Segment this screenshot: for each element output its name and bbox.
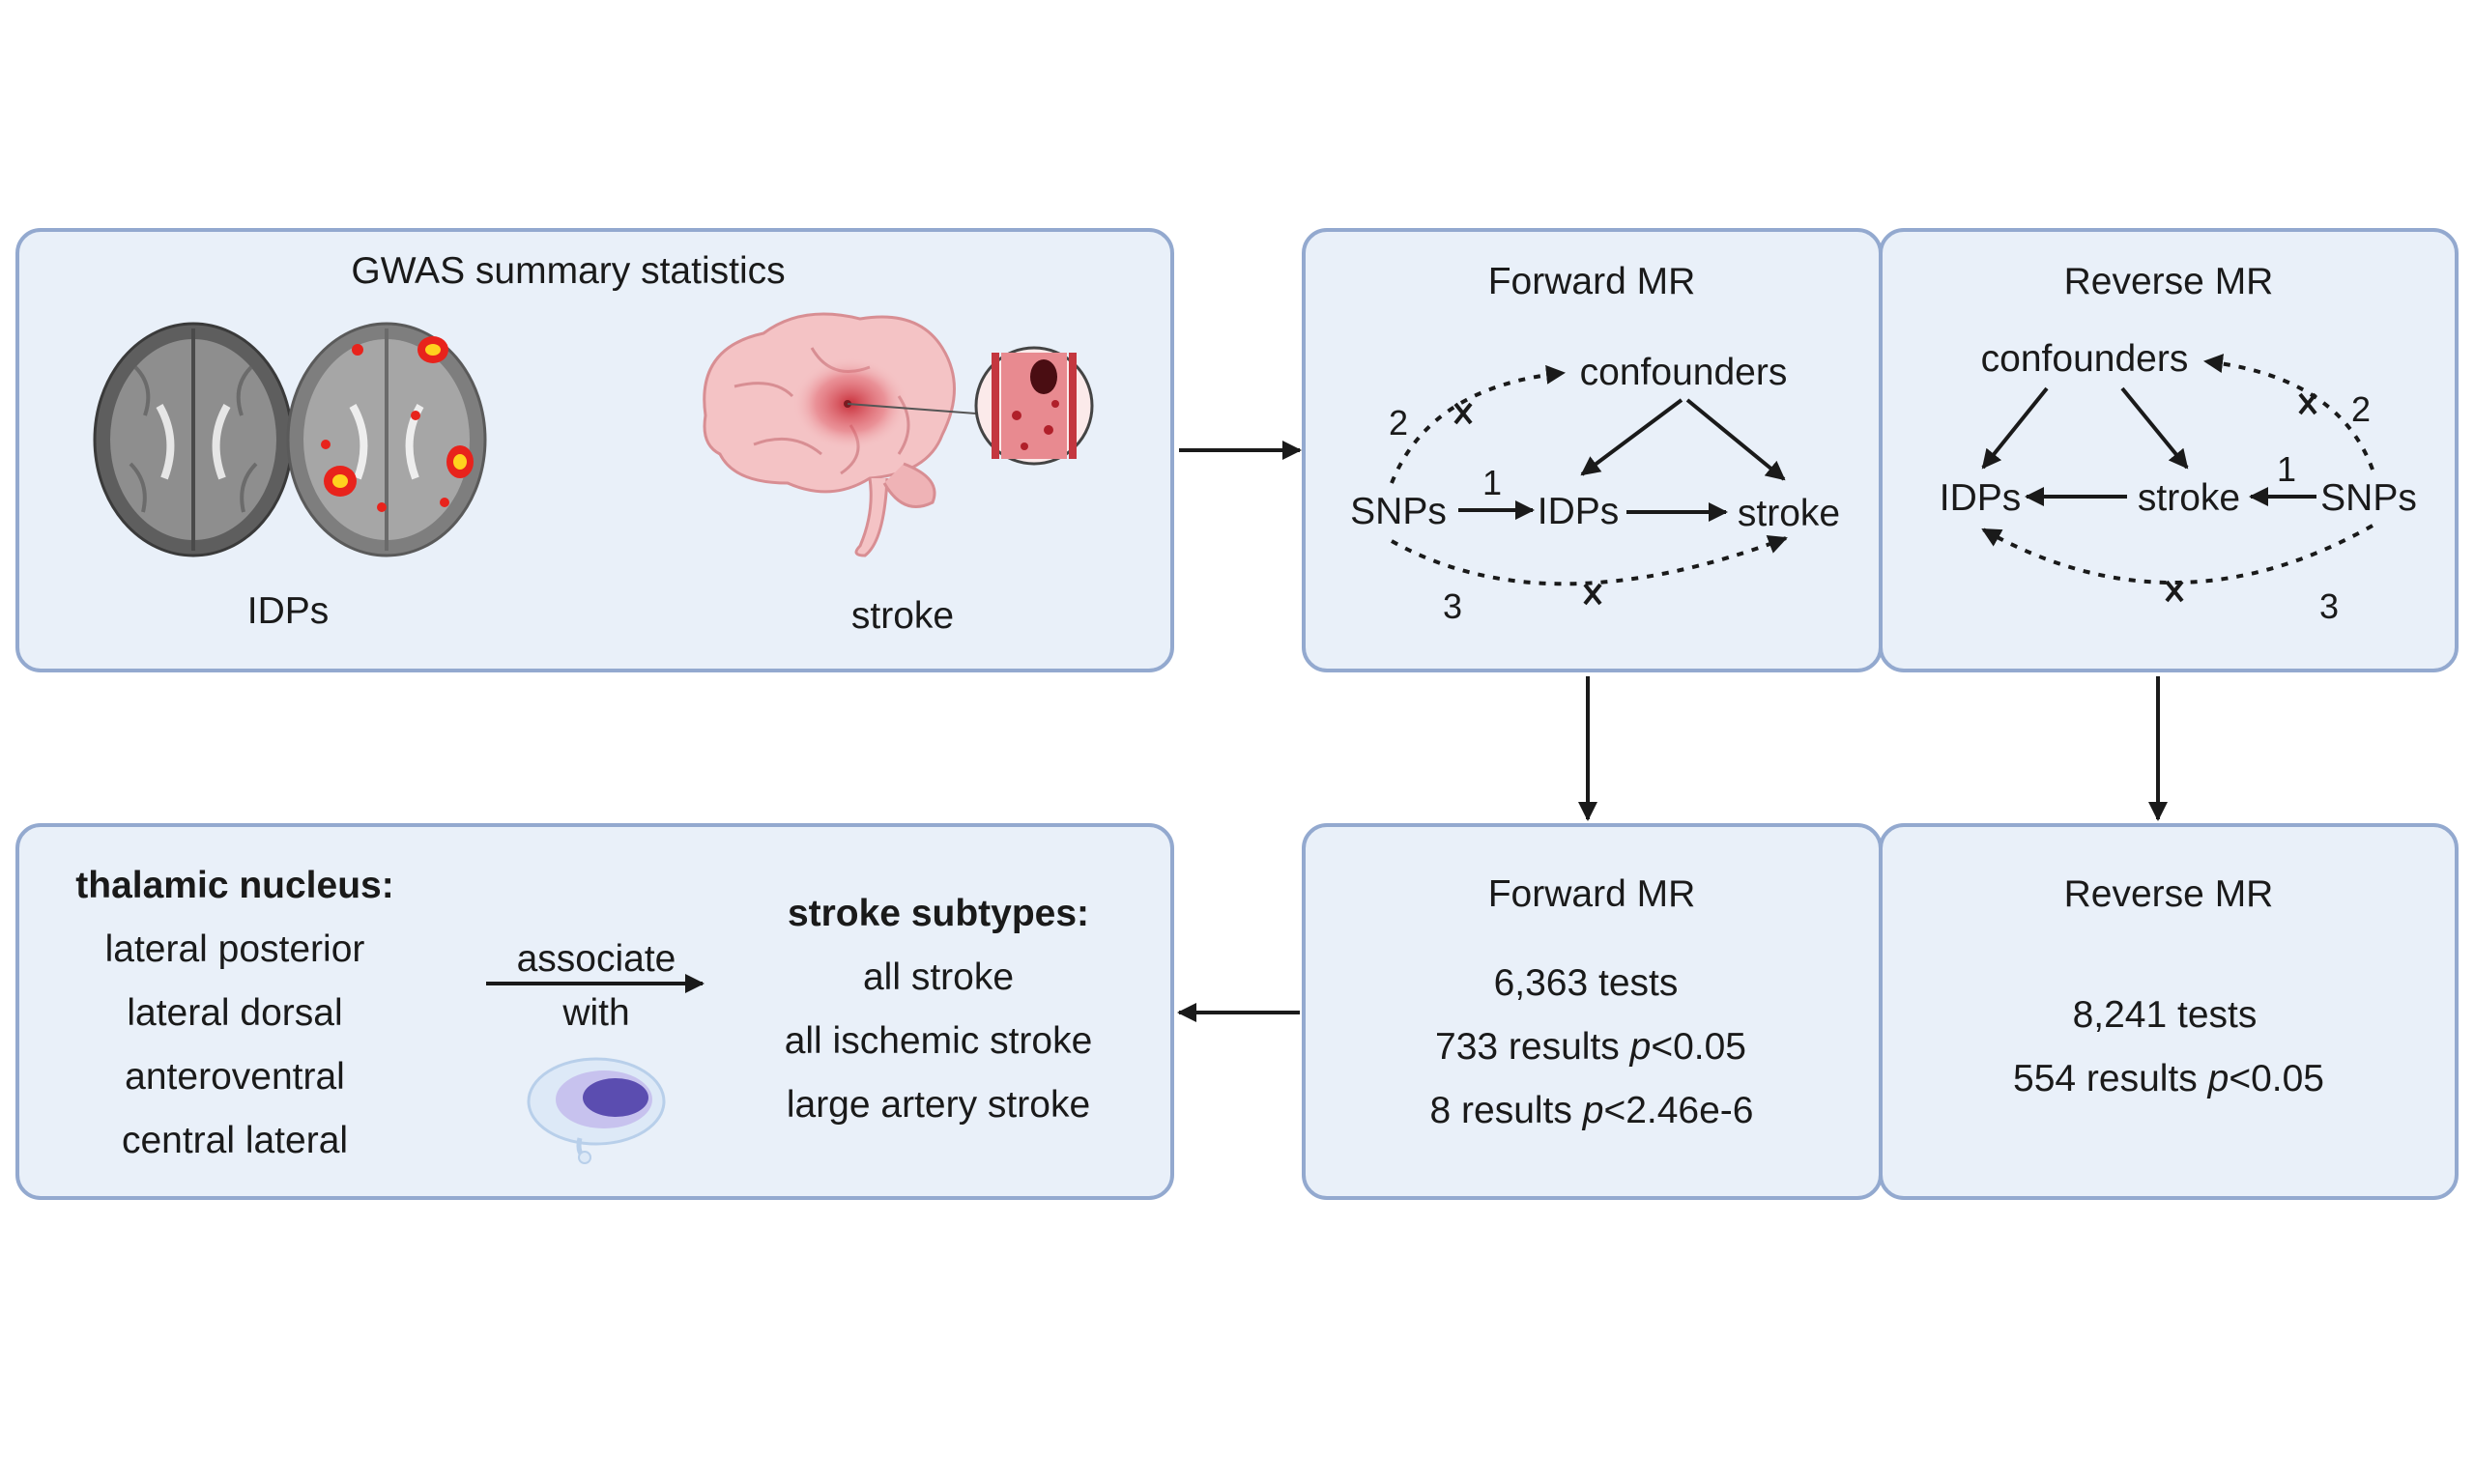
subtypes-heading: stroke subtypes:	[788, 893, 1089, 934]
forward-dag-title: Forward MR	[1488, 261, 1696, 302]
with-label: with	[561, 992, 629, 1034]
forward-path-2-label: 2	[1389, 403, 1408, 442]
gwas-title: GWAS summary statistics	[351, 250, 785, 292]
mri-brain-icon	[93, 322, 294, 557]
reverse-path-3-label: 3	[2319, 586, 2339, 626]
forward-path-2-cross	[1453, 402, 1473, 425]
reverse-results-p05: 554 results p<0.05	[2013, 1058, 2324, 1099]
reverse-mr-results-box	[1879, 823, 2459, 1200]
reverse-conf-idps-arrow	[1981, 386, 2049, 470]
stroke-brain-icon	[703, 312, 977, 557]
stroke-image-label: stroke	[851, 595, 954, 637]
forward-path-3-cross	[1583, 583, 1602, 606]
forward-tests-count: 6,363 tests	[1494, 962, 1679, 1004]
forward-stroke-node: stroke	[1738, 493, 1840, 534]
forward-conf-stroke-arrow	[1685, 398, 1786, 481]
reverse-path-1-label: 1	[2277, 449, 2296, 489]
thalamic-item: anteroventral	[125, 1056, 345, 1098]
reverse-path-2-label: 2	[2351, 389, 2371, 429]
reverse-path-3-curve	[1981, 524, 2373, 585]
associate-label: associate	[517, 938, 676, 980]
forward-results-p05: 733 results p<0.05	[1435, 1026, 1746, 1068]
reverse-stroke-node: stroke	[2138, 477, 2240, 519]
mri-brain-activation-icon	[286, 322, 487, 557]
reverse-confounders-node: confounders	[1981, 338, 2189, 380]
forward-path-3-label: 3	[1443, 586, 1462, 626]
thalamic-item: lateral posterior	[105, 928, 365, 970]
reverse-tests-count: 8,241 tests	[2073, 994, 2258, 1036]
forward-path-3-curve	[1391, 534, 1788, 586]
reverse-conf-stroke-arrow	[2120, 386, 2189, 470]
reverse-idps-node: IDPs	[1940, 477, 2022, 519]
thalamus-icon	[527, 1057, 666, 1164]
reverse-snps-node: SNPs	[2320, 477, 2417, 519]
clotted-vessel-icon	[974, 346, 1094, 466]
thalamic-heading: thalamic nucleus:	[75, 865, 393, 906]
thalamic-item: lateral dorsal	[127, 992, 342, 1034]
thalamic-item: central lateral	[122, 1120, 348, 1161]
forward-results-bonferroni: 8 results p<2.46e-6	[1430, 1090, 1754, 1131]
forward-path-1-label: 1	[1482, 463, 1502, 502]
forward-results-title: Forward MR	[1488, 873, 1696, 915]
forward-idps-node: IDPs	[1538, 491, 1620, 532]
reverse-results-title: Reverse MR	[2064, 873, 2274, 915]
subtype-item: all stroke	[863, 956, 1014, 998]
forward-confounders-node: confounders	[1580, 352, 1788, 393]
reverse-path-3-cross	[2165, 580, 2184, 603]
subtype-item: large artery stroke	[787, 1084, 1090, 1126]
forward-snps-node: SNPs	[1350, 491, 1447, 532]
reverse-dag-title: Reverse MR	[2064, 261, 2274, 302]
conclusion-box	[15, 823, 1174, 1200]
forward-conf-idps-arrow	[1580, 398, 1683, 476]
reverse-path-2-cross	[2298, 392, 2317, 415]
idps-image-label: IDPs	[247, 590, 330, 632]
subtype-item: all ischemic stroke	[785, 1020, 1093, 1062]
